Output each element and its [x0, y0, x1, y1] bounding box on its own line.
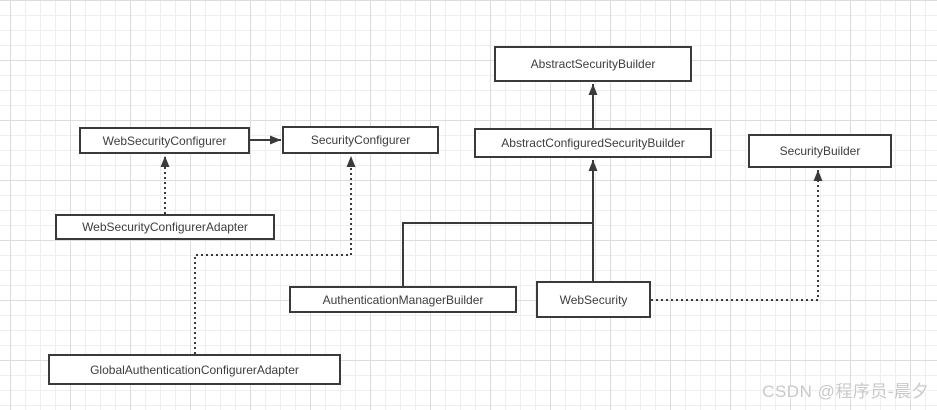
- edge-authenticationmanagerbuilder-to-abstractconfiguredsecuritybuilder: [402, 222, 593, 286]
- node-authentication-manager-builder: AuthenticationManagerBuilder: [289, 286, 517, 313]
- node-abstract-configured-security-builder: AbstractConfiguredSecurityBuilder: [474, 128, 712, 158]
- node-web-security-configurer: WebSecurityConfigurer: [79, 127, 250, 154]
- node-web-security: WebSecurity: [536, 281, 651, 318]
- node-global-authentication-configurer-adapter: GlobalAuthenticationConfigurerAdapter: [48, 354, 341, 385]
- csdn-watermark: CSDN @程序员-晨夕: [762, 382, 929, 401]
- edge-websecurity-to-securitybuilder: [651, 170, 823, 301]
- node-security-builder: SecurityBuilder: [748, 134, 892, 168]
- node-security-configurer: SecurityConfigurer: [282, 126, 439, 154]
- edge-globalauthenticationconfigureradapter-to-securityconfigurer: [194, 156, 356, 354]
- node-abstract-security-builder: AbstractSecurityBuilder: [494, 46, 692, 82]
- node-web-security-configurer-adapter: WebSecurityConfigurerAdapter: [55, 214, 275, 240]
